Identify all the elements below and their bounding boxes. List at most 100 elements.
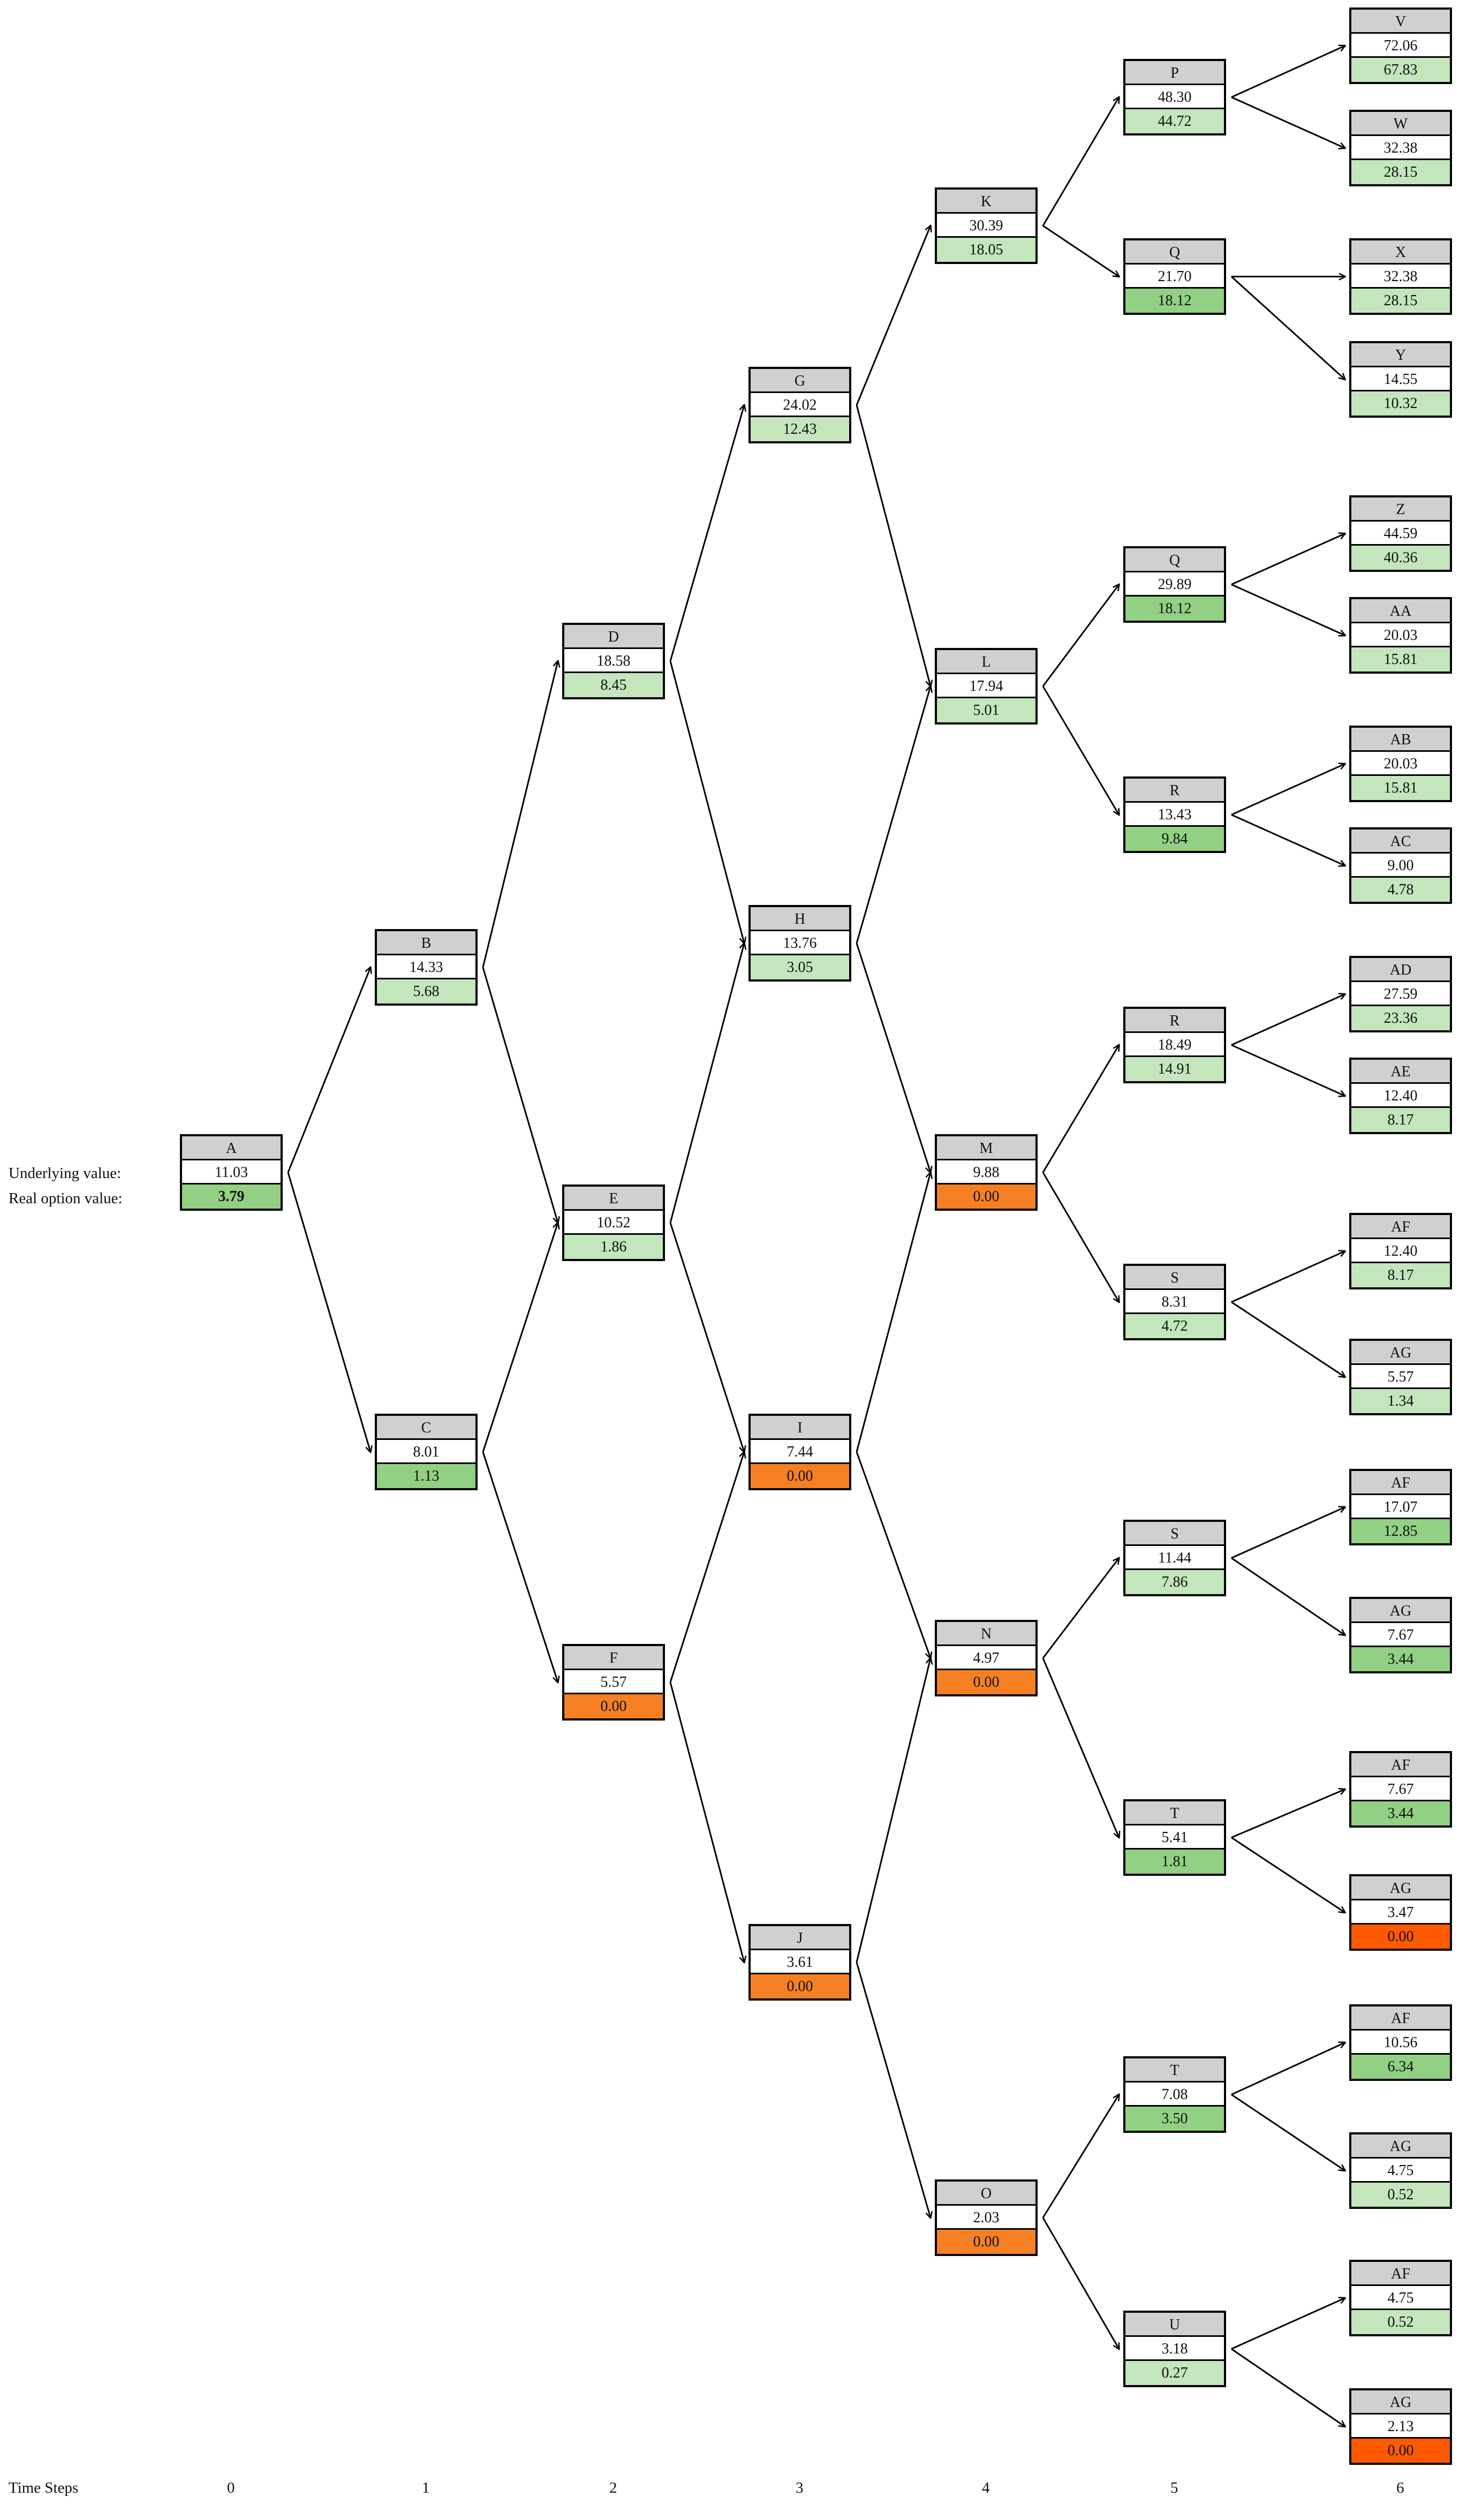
underlying-value: 18.58 bbox=[564, 649, 663, 673]
underlying-value: 13.76 bbox=[751, 931, 849, 955]
node-label: AG bbox=[1351, 1599, 1450, 1623]
edge-i-m bbox=[856, 1173, 931, 1452]
underlying-value: 7.44 bbox=[751, 1440, 849, 1464]
node-label: AF bbox=[1351, 1471, 1450, 1495]
node-label: L bbox=[937, 650, 1035, 674]
edge-s2-ag2 bbox=[1231, 1557, 1345, 1635]
edge-s1-ag1 bbox=[1231, 1301, 1345, 1377]
edge-t2-af4 bbox=[1231, 2043, 1345, 2095]
time-step-3: 3 bbox=[796, 2479, 804, 2496]
real-option-value: 6.34 bbox=[1351, 2055, 1450, 2079]
node-label: AD bbox=[1351, 958, 1450, 982]
real-option-value: 3.79 bbox=[182, 1184, 281, 1209]
edge-j-o bbox=[856, 1962, 931, 2218]
node-label: C bbox=[377, 1416, 475, 1440]
real-option-value: 5.01 bbox=[937, 698, 1035, 722]
node-label: AF bbox=[1351, 2006, 1450, 2031]
edge-b-e bbox=[482, 967, 558, 1223]
underlying-value: 32.38 bbox=[1351, 265, 1450, 289]
real-option-value: 15.81 bbox=[1351, 647, 1450, 672]
node-label: G bbox=[751, 369, 849, 393]
edge-s1-af1 bbox=[1231, 1251, 1345, 1303]
edge-c-e bbox=[482, 1223, 558, 1452]
node-label: Q bbox=[1125, 240, 1224, 265]
real-option-value: 0.00 bbox=[751, 1974, 849, 1998]
real-option-value: 8.45 bbox=[564, 673, 663, 697]
edge-a-c bbox=[287, 1172, 370, 1452]
underlying-value: 5.41 bbox=[1125, 1825, 1224, 1850]
real-option-value: 18.05 bbox=[937, 238, 1035, 262]
underlying-value: 11.44 bbox=[1125, 1546, 1224, 1570]
underlying-value: 4.97 bbox=[937, 1646, 1035, 1670]
real-option-value: 12.85 bbox=[1351, 1519, 1450, 1543]
edge-i-n bbox=[856, 1451, 931, 1658]
real-option-value: 3.05 bbox=[751, 955, 849, 979]
edge-f-j bbox=[669, 1682, 744, 1963]
node-label: W bbox=[1351, 112, 1450, 136]
edge-n-s2 bbox=[1042, 1558, 1119, 1659]
edge-h-l bbox=[856, 686, 931, 944]
real-option-value: 1.13 bbox=[377, 1464, 475, 1488]
real-option-value: 3.44 bbox=[1351, 1647, 1450, 1671]
underlying-value: 12.40 bbox=[1351, 1239, 1450, 1263]
real-option-value: 23.36 bbox=[1351, 1006, 1450, 1030]
underlying-value: 72.06 bbox=[1351, 34, 1450, 58]
underlying-value: 13.43 bbox=[1125, 803, 1224, 827]
underlying-value: 24.02 bbox=[751, 393, 849, 417]
node-label: N bbox=[937, 1622, 1035, 1646]
underlying-value: 7.67 bbox=[1351, 1777, 1450, 1801]
underlying-value: 5.57 bbox=[564, 1670, 663, 1694]
underlying-value: 14.33 bbox=[377, 955, 475, 979]
real-option-value: 18.12 bbox=[1125, 289, 1224, 313]
real-option-value: 1.86 bbox=[564, 1235, 663, 1259]
node-label: F bbox=[564, 1646, 663, 1670]
real-option-value: 0.52 bbox=[1351, 2310, 1450, 2334]
underlying-value: 27.59 bbox=[1351, 982, 1450, 1006]
real-option-value: 10.32 bbox=[1351, 391, 1450, 416]
node-label: D bbox=[564, 625, 663, 649]
underlying-value: 9.88 bbox=[937, 1160, 1035, 1184]
edge-h-m bbox=[856, 943, 931, 1173]
underlying-value: 3.61 bbox=[751, 1950, 849, 1974]
node-label: M bbox=[937, 1136, 1035, 1160]
node-label: E bbox=[564, 1187, 663, 1211]
underlying-value: 3.18 bbox=[1125, 2337, 1224, 2361]
time-step-6: 6 bbox=[1396, 2479, 1404, 2496]
edge-t1-ag3 bbox=[1231, 1837, 1345, 1913]
real-option-value: 0.00 bbox=[1351, 1925, 1450, 1949]
node-label: AG bbox=[1351, 1876, 1450, 1900]
node-label: Y bbox=[1351, 343, 1450, 367]
node-label: R bbox=[1125, 1009, 1224, 1033]
edge-k-q1 bbox=[1042, 225, 1119, 277]
edge-t1-af3 bbox=[1231, 1790, 1345, 1838]
edge-p-w bbox=[1231, 96, 1345, 148]
underlying-value: 20.03 bbox=[1351, 752, 1450, 776]
underlying-value: 8.01 bbox=[377, 1440, 475, 1464]
real-option-value: 8.17 bbox=[1351, 1108, 1450, 1132]
time-steps-label: Time Steps bbox=[9, 2479, 79, 2496]
underlying-value: 10.56 bbox=[1351, 2031, 1450, 2055]
node-label: H bbox=[751, 907, 849, 931]
underlying-value: 32.38 bbox=[1351, 136, 1450, 160]
node-label: AF bbox=[1351, 1215, 1450, 1239]
edge-u-af5 bbox=[1231, 2298, 1345, 2350]
edge-o-u bbox=[1042, 2217, 1119, 2349]
